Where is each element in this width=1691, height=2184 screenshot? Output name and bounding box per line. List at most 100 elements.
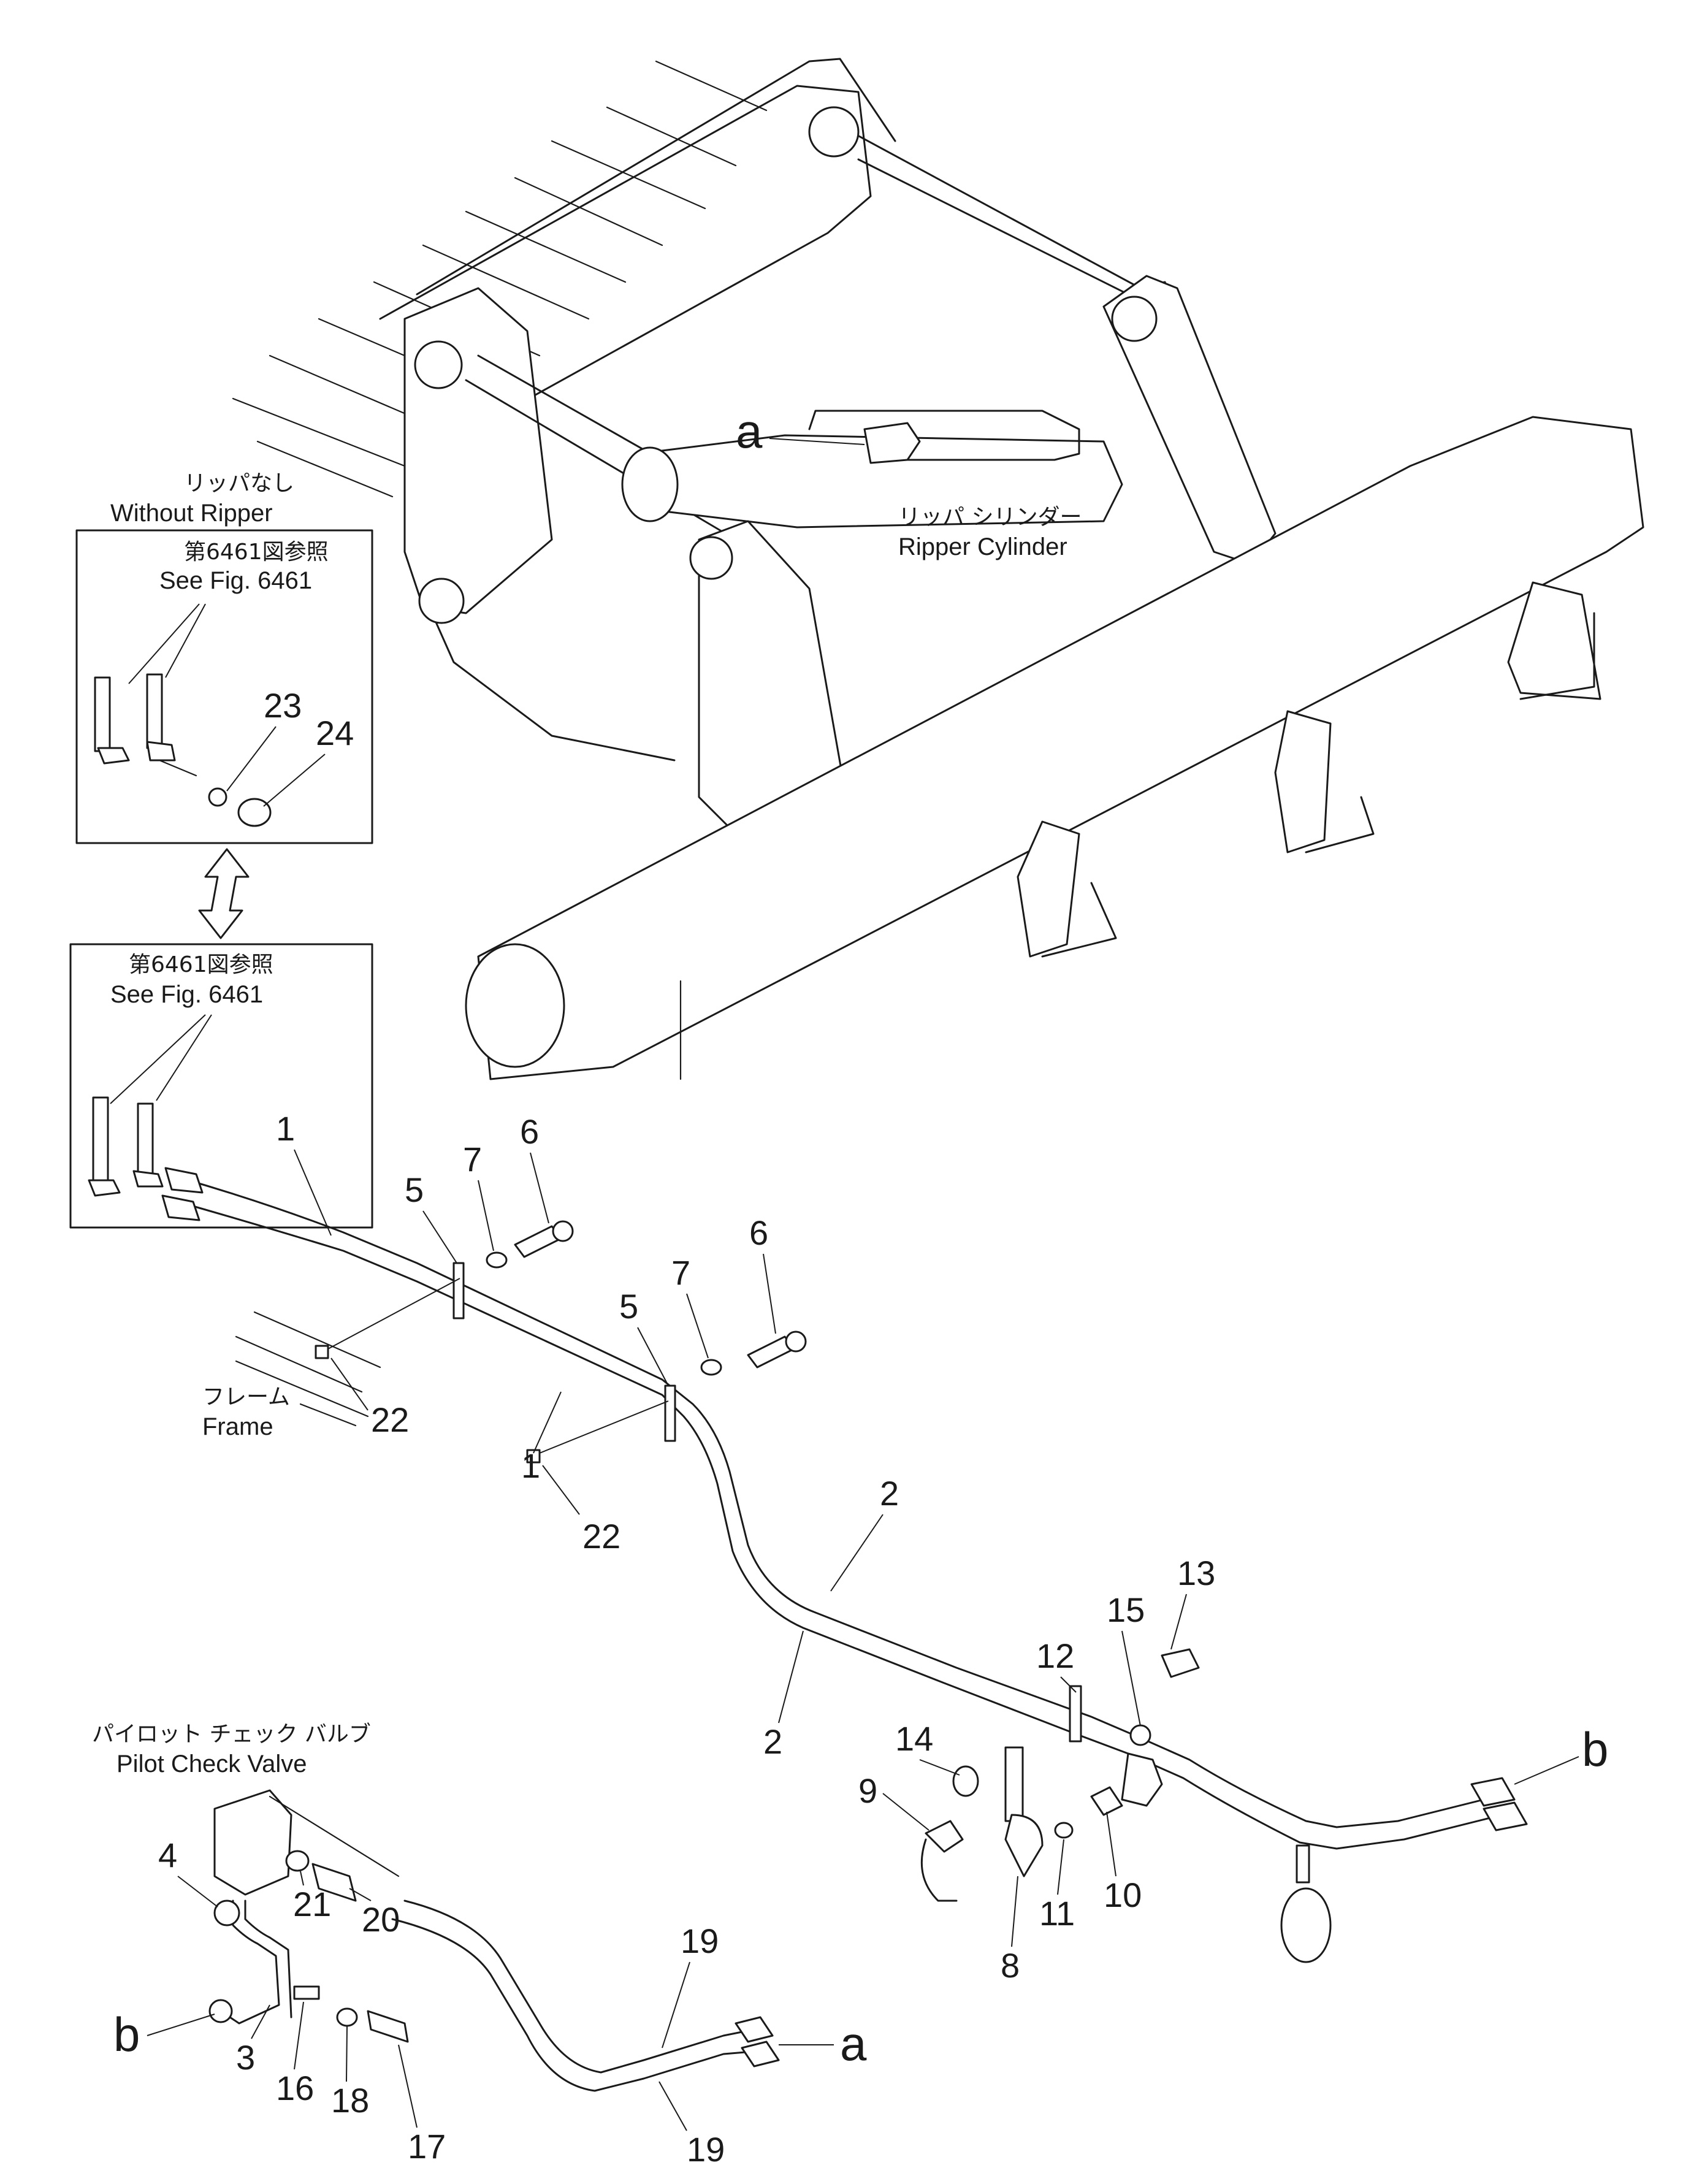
- callout-7b: 7: [671, 1253, 690, 1292]
- fitting-post-4: [137, 1102, 154, 1178]
- tooth-1: [1041, 882, 1117, 958]
- clamp-right: [1296, 1844, 1310, 1884]
- top-pin: [808, 106, 860, 158]
- leader-1a: [294, 1149, 332, 1236]
- callout-12: 12: [1036, 1636, 1074, 1675]
- shank-3: [1507, 581, 1601, 700]
- nut-14: [952, 1765, 979, 1797]
- fitting-base-2: [146, 741, 176, 762]
- leader-6a: [530, 1152, 549, 1224]
- ripper-cylinder-label-jp: リッパ シリンダー: [898, 505, 1082, 530]
- clip-9-top: [925, 1820, 964, 1853]
- hose-19-end-a: [735, 2016, 774, 2043]
- leader-2a: [830, 1514, 884, 1592]
- see-fig-label-en-2: See Fig. 6461: [110, 981, 263, 1008]
- leader-10: [1106, 1811, 1117, 1877]
- leader-8: [1011, 1876, 1018, 1947]
- see-fig-label-jp-2: 第6461図参照: [129, 952, 273, 977]
- callout-15: 15: [1107, 1590, 1145, 1629]
- leader-nut-b: [539, 1400, 669, 1454]
- washer-7b: [700, 1359, 722, 1376]
- beam-top-edge: [416, 58, 896, 296]
- lower-beam: [477, 416, 1644, 1080]
- frame-label-en: Frame: [202, 1413, 273, 1440]
- without-ripper-inset: リッパなし Without Ripper 第6461図参照 See Fig. 6…: [75, 471, 373, 844]
- pilot-check-valve-group: パイロット チェック バルブ Pilot Check Valve: [92, 1722, 780, 2092]
- leader-14: [919, 1759, 960, 1776]
- leader-16: [294, 2001, 304, 2070]
- callout-19a: 19: [681, 1922, 719, 1960]
- bracket-8-hook: [1004, 1814, 1044, 1877]
- leader-1b: [533, 1391, 562, 1454]
- with-ripper-inset: 第6461図参照 See Fig. 6461: [69, 943, 373, 1229]
- leader-5a: [422, 1210, 457, 1264]
- washer-21: [285, 1850, 310, 1872]
- right-pin: [1111, 296, 1158, 342]
- leader-2b: [778, 1630, 804, 1724]
- see-fig-leader-2b: [156, 1014, 212, 1101]
- pipe-routing: [161, 1167, 1528, 1963]
- left-pin-bottom: [418, 578, 465, 624]
- fitting-post-1: [94, 676, 111, 752]
- leader-b-right: [1514, 1756, 1579, 1785]
- fitting-post-3: [92, 1096, 109, 1185]
- leader-nut-a: [327, 1278, 460, 1350]
- clamp-right-ring: [1280, 1887, 1332, 1963]
- letter-a-bottom: a: [840, 2017, 867, 2071]
- clip-16: [293, 1985, 320, 2000]
- hose-19-upper: [403, 1900, 755, 2074]
- cap-24: [237, 798, 272, 827]
- callout-23: 23: [264, 686, 302, 725]
- callout-21: 21: [293, 1885, 331, 1923]
- nut-22b: [526, 1449, 541, 1464]
- callout-11: 11: [1039, 1894, 1075, 1933]
- hose-1-lower: [177, 1201, 1503, 1850]
- cylinder-fitting: [863, 422, 921, 464]
- callout-2a: 2: [880, 1474, 899, 1513]
- leader-21: [300, 1871, 304, 1886]
- leader-7a: [478, 1180, 494, 1251]
- callout-6a: 6: [520, 1112, 539, 1151]
- callout-2b: 2: [763, 1722, 782, 1761]
- frame-hatch-lines: [232, 60, 768, 498]
- left-pin-top: [414, 340, 463, 389]
- callout-1b: 1: [521, 1446, 540, 1485]
- hose-1-upper: [177, 1176, 1497, 1828]
- washer-11: [1054, 1822, 1074, 1839]
- pilot-check-valve-label-jp: パイロット チェック バルブ: [92, 1722, 371, 1747]
- pilot-check-valve-label-en: Pilot Check Valve: [116, 1751, 307, 1777]
- callout-3: 3: [236, 2038, 255, 2077]
- hose-end-right-a: [1470, 1777, 1516, 1807]
- leader-7b: [686, 1293, 709, 1359]
- leader-5b: [637, 1327, 669, 1386]
- cylinder-hose-loop: [808, 410, 1080, 461]
- beam-end-cap: [465, 943, 565, 1068]
- hose-1-end-a: [164, 1167, 204, 1194]
- callouts: 1 1 2 2 3 4 5 5 6 6 7 7 8 9 10 11 12 13: [158, 1109, 1215, 2169]
- clip-9-loop: [920, 1838, 958, 1902]
- top-link: [833, 121, 1178, 320]
- callout-13: 13: [1177, 1554, 1215, 1592]
- valve-pipe-3b: [244, 1900, 292, 2018]
- callout-6b: 6: [749, 1213, 768, 1252]
- fitting-4: [213, 1900, 240, 1926]
- without-ripper-label-jp: リッパなし: [184, 471, 294, 496]
- leader-12: [1060, 1676, 1077, 1693]
- nut-22a: [315, 1345, 329, 1359]
- with-ripper-box: [69, 943, 373, 1229]
- bracket-8: [1004, 1746, 1024, 1822]
- leader-19b: [658, 2081, 687, 2131]
- leader-22b: [542, 1465, 580, 1515]
- plug-23: [208, 787, 227, 807]
- letter-a-top: a: [736, 404, 763, 458]
- callout-10: 10: [1104, 1876, 1142, 1914]
- leader-18: [346, 2026, 348, 2082]
- callout-5a: 5: [405, 1170, 424, 1209]
- letter-b-right: b: [1582, 1722, 1608, 1776]
- leader-22a: [330, 1357, 368, 1411]
- callout-17: 17: [408, 2127, 446, 2166]
- ripper-assembly-illustration: a リッパ シリンダー Ripper Cylinder: [232, 58, 1644, 1080]
- leader-6b: [763, 1253, 776, 1334]
- hose-1-end-b: [161, 1194, 200, 1221]
